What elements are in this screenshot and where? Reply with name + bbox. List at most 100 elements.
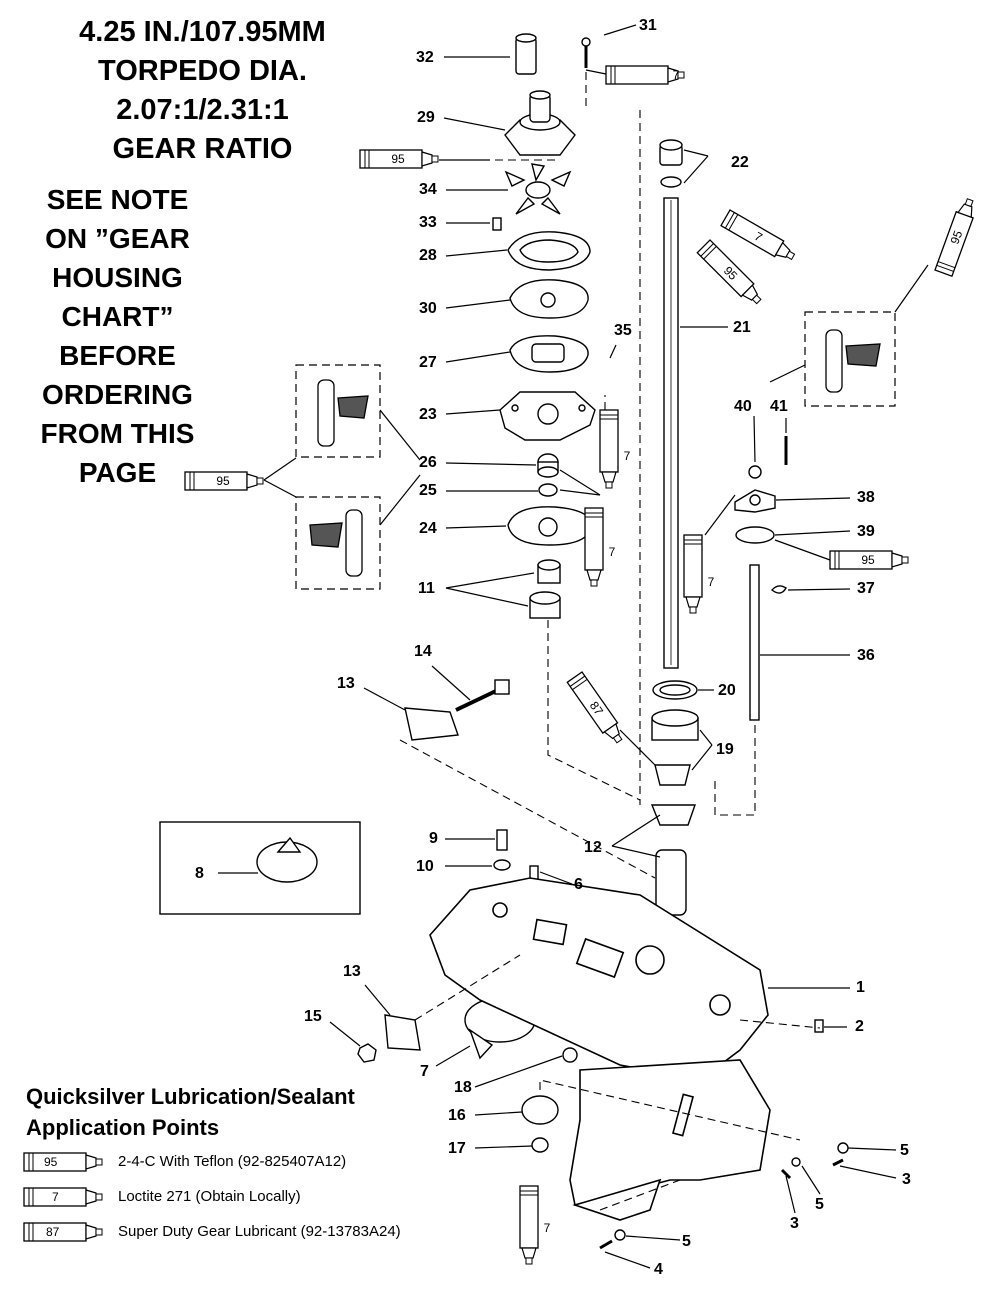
legend-code: 87 [46, 1225, 60, 1239]
svg-text:7: 7 [544, 1221, 551, 1235]
title-line: GEAR RATIO [112, 133, 293, 165]
diagram-title: 4.25 IN./107.95MM TORPEDO DIA. 2.07:1/2.… [30, 18, 375, 164]
ordering-note: SEE NOTE ON ”GEAR HOUSING CHART” BEFORE … [20, 186, 215, 498]
callout-28: 28 [419, 247, 437, 264]
callout-40: 40 [734, 398, 752, 415]
part-36-shift-shaft [749, 564, 760, 721]
callout-5: 5 [682, 1233, 691, 1250]
callout-7: 7 [420, 1063, 429, 1080]
legend-text: 2-4-C With Teflon (92-825407A12) [118, 1153, 347, 1170]
title-line: 4.25 IN./107.95MM [79, 16, 326, 48]
note-line: CHART” [61, 301, 174, 332]
callout-2: 2 [855, 1018, 864, 1035]
callout-31: 31 [639, 17, 657, 34]
callout-12: 12 [584, 839, 602, 856]
note-line: SEE NOTE [46, 184, 189, 215]
tube-95-icon [23, 1152, 103, 1172]
tube-7-icon [683, 534, 703, 614]
svg-text:95: 95 [948, 228, 966, 246]
svg-text:7: 7 [708, 575, 715, 589]
title-line: 2.07:1/2.31:1 [116, 94, 289, 126]
callout-33: 33 [419, 214, 437, 231]
sealant-tubes: 7 95 95 95 7 95 95 7 7 7 87 7 [184, 65, 980, 1265]
callout-5: 5 [815, 1196, 824, 1213]
callout-35: 35 [614, 322, 632, 339]
part-1-gear-housing [429, 877, 771, 1221]
callout-20: 20 [718, 682, 736, 699]
legend-subtitle: Application Points [26, 1115, 220, 1140]
svg-text:7: 7 [673, 68, 680, 82]
seal-detail-boxes [295, 311, 896, 590]
callout-21: 21 [733, 319, 751, 336]
legend-code: 7 [52, 1190, 59, 1204]
callout-27: 27 [419, 354, 437, 371]
legend-item: 7 Loctite 271 (Obtain Locally) [22, 1185, 492, 1209]
part-33-key [492, 217, 502, 231]
callout-32: 32 [416, 49, 434, 66]
legend-text: Super Duty Gear Lubricant (92-13783A24) [118, 1223, 401, 1240]
callout-16: 16 [448, 1107, 466, 1124]
title-line: TORPEDO DIA. [98, 55, 307, 87]
tube-87-icon [23, 1222, 103, 1242]
note-line: FROM THIS [40, 418, 195, 449]
water-pump-assembly [492, 33, 596, 619]
callout-9: 9 [429, 830, 438, 847]
note-line: ON ”GEAR [45, 223, 190, 254]
legend-text: Loctite 271 (Obtain Locally) [118, 1188, 301, 1205]
svg-text:95: 95 [391, 152, 405, 166]
svg-text:95: 95 [861, 553, 875, 567]
callout-39: 39 [857, 523, 875, 540]
callout-13: 13 [343, 963, 361, 980]
driveshaft-assembly [650, 139, 788, 916]
part-32-sleeve [515, 37, 537, 75]
tube-leaders [263, 69, 929, 766]
callout-3: 3 [902, 1171, 911, 1188]
callout-37: 37 [857, 580, 875, 597]
part-25-seal [538, 483, 558, 497]
callout-13: 13 [337, 675, 355, 692]
part-34-impeller [504, 163, 572, 215]
callout-25: 25 [419, 482, 437, 499]
note-line: ORDERING [42, 379, 193, 410]
callout-26: 26 [419, 454, 437, 471]
tube-7-icon [23, 1187, 103, 1207]
callout-8: 8 [195, 865, 204, 882]
callout-29: 29 [417, 109, 435, 126]
callout-4: 4 [654, 1261, 663, 1278]
callout-17: 17 [448, 1140, 466, 1157]
callout-22: 22 [731, 154, 749, 171]
callout-30: 30 [419, 300, 437, 317]
callout-41: 41 [770, 398, 788, 415]
callout-34: 34 [419, 181, 437, 198]
tube-7-icon [599, 409, 619, 489]
callout-5: 5 [900, 1142, 909, 1159]
callout-10: 10 [416, 858, 434, 875]
callout-3: 3 [790, 1215, 799, 1232]
legend-title: Quicksilver Lubrication/Sealant [26, 1084, 355, 1109]
note-line: PAGE [78, 457, 157, 488]
callout-24: 24 [419, 520, 437, 537]
svg-text:95: 95 [216, 474, 230, 488]
callout-leaders [218, 24, 897, 1269]
svg-text:7: 7 [624, 449, 631, 463]
legend-item: 95 2-4-C With Teflon (92-825407A12) [22, 1150, 492, 1174]
assembly-dashed-lines [399, 72, 821, 1211]
tube-7-icon [519, 1185, 539, 1265]
callout-18: 18 [454, 1079, 472, 1096]
svg-text:7: 7 [609, 545, 616, 559]
legend-item: 87 Super Duty Gear Lubricant (92-13783A2… [22, 1220, 492, 1244]
note-line: HOUSING [52, 262, 183, 293]
legend-code: 95 [44, 1155, 58, 1169]
note-line: BEFORE [59, 340, 176, 371]
callout-15: 15 [304, 1008, 322, 1025]
callout-11: 11 [418, 580, 435, 597]
tube-7-icon [584, 507, 604, 587]
callout-36: 36 [857, 647, 875, 664]
seal-detail-contents [309, 329, 881, 577]
callout-23: 23 [419, 406, 437, 423]
callout-19: 19 [716, 741, 734, 758]
callout-6: 6 [574, 876, 583, 893]
callout-38: 38 [857, 489, 875, 506]
callout-14: 14 [414, 643, 432, 660]
